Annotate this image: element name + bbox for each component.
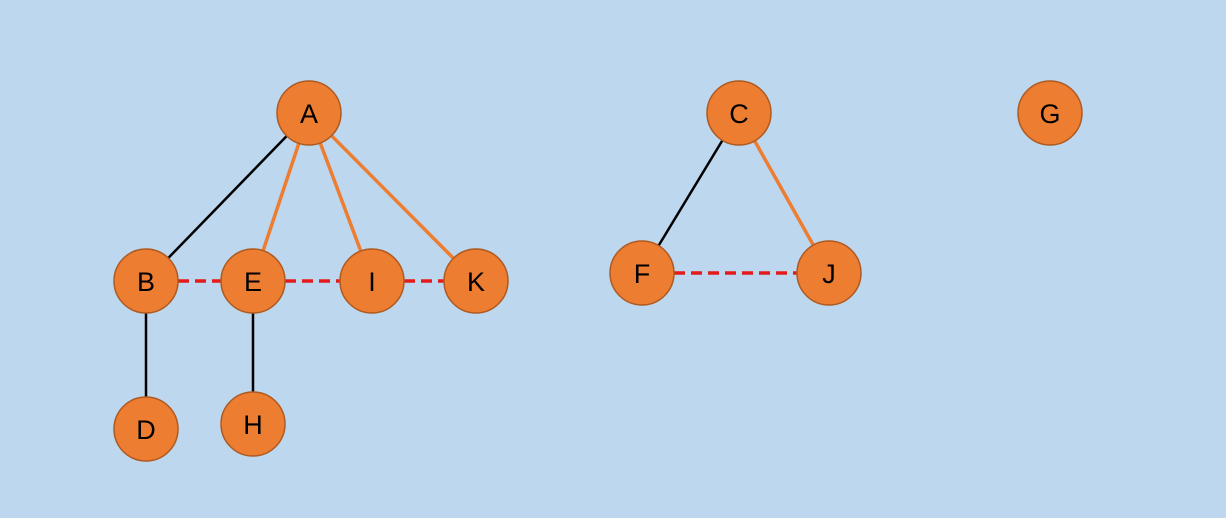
node-c: C	[706, 80, 772, 146]
edge-c-j	[753, 140, 815, 246]
node-e: E	[220, 248, 286, 314]
node-label: B	[137, 267, 155, 297]
node-label: H	[243, 410, 263, 440]
node-a: A	[276, 80, 342, 146]
node-d: D	[113, 396, 179, 462]
node-f: F	[609, 240, 675, 306]
node-h: H	[220, 391, 286, 457]
edge-a-i	[318, 142, 363, 252]
nodes-layer: A B E I K D H C F J G	[113, 80, 1083, 462]
edge-a-k	[330, 134, 455, 260]
node-label: A	[300, 99, 318, 129]
node-k: K	[443, 248, 509, 314]
node-label: C	[729, 99, 749, 129]
node-circle	[706, 80, 772, 146]
node-b: B	[113, 248, 179, 314]
edge-a-b	[167, 135, 288, 259]
edge-a-e	[261, 142, 301, 252]
edge-c-f	[657, 139, 724, 247]
node-i: I	[339, 248, 405, 314]
node-circle	[220, 248, 286, 314]
node-g: G	[1017, 80, 1083, 146]
node-circle	[796, 240, 862, 306]
node-j: J	[796, 240, 862, 306]
node-circle	[113, 396, 179, 462]
node-circle	[1017, 80, 1083, 146]
node-label: I	[368, 267, 376, 297]
node-circle	[113, 248, 179, 314]
node-label: E	[244, 267, 262, 297]
node-circle	[443, 248, 509, 314]
node-label: K	[467, 267, 485, 297]
node-circle	[220, 391, 286, 457]
node-label: D	[136, 415, 156, 445]
node-circle	[339, 248, 405, 314]
node-label: J	[822, 259, 836, 289]
node-circle	[276, 80, 342, 146]
node-label: F	[634, 259, 651, 289]
node-circle	[609, 240, 675, 306]
node-label: G	[1039, 99, 1060, 129]
edges-layer	[144, 134, 815, 397]
